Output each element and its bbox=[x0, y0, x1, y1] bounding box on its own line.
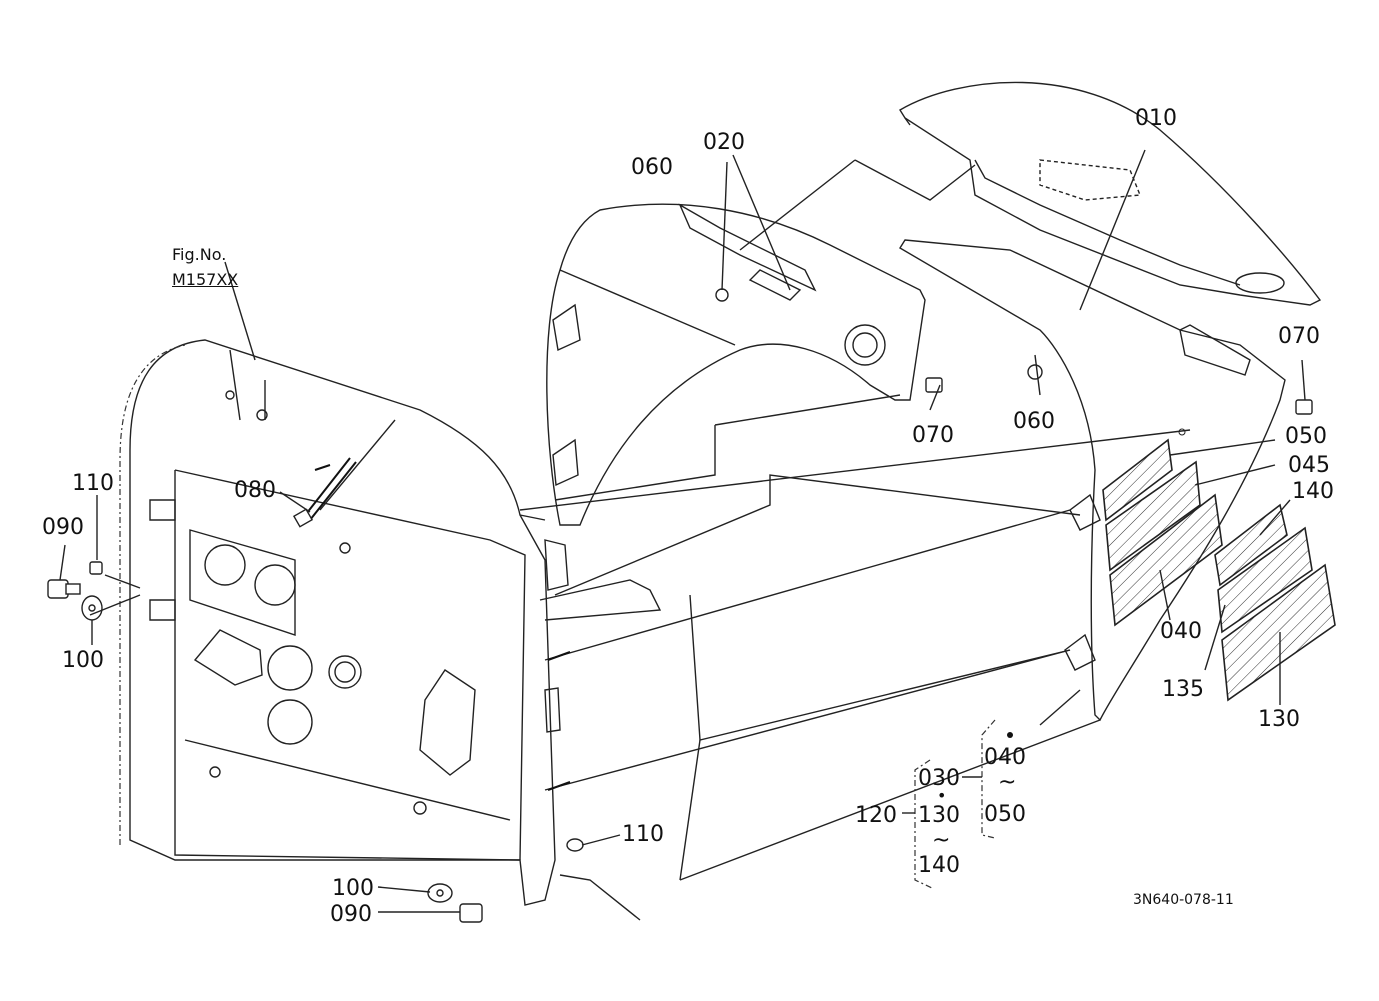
callout-140: 140 bbox=[1292, 479, 1334, 504]
callout-090-left: 090 bbox=[42, 515, 84, 540]
grille-panels-upper bbox=[1102, 438, 1223, 627]
callout-080: 080 bbox=[234, 478, 276, 503]
callout-100-bottom: 100 bbox=[332, 876, 374, 901]
fig-no-value: M157XX bbox=[172, 270, 239, 289]
front-panel bbox=[119, 339, 641, 921]
group-tilde-1: ~ bbox=[998, 770, 1017, 795]
group-140: 140 bbox=[918, 853, 960, 878]
callout-060-left: 060 bbox=[631, 155, 673, 180]
leader-lines bbox=[59, 149, 1306, 913]
callout-110-left: 110 bbox=[72, 471, 114, 496]
nut-110-left bbox=[89, 561, 103, 575]
callout-135: 135 bbox=[1162, 677, 1204, 702]
callout-070-middle: 070 bbox=[912, 423, 954, 448]
nut-110-bottom bbox=[566, 838, 584, 852]
callout-060-right: 060 bbox=[1013, 409, 1055, 434]
fig-no-label: Fig.No. bbox=[172, 245, 227, 264]
bolt-090-left bbox=[47, 579, 81, 599]
callout-130: 130 bbox=[1258, 707, 1300, 732]
bolt-080 bbox=[292, 457, 357, 528]
callout-050: 050 bbox=[1285, 424, 1327, 449]
grille-panels-lower bbox=[1214, 503, 1336, 702]
group-dot: • bbox=[937, 786, 947, 805]
bonnet-top-cover bbox=[899, 81, 1322, 306]
group-bracket bbox=[902, 428, 1186, 889]
bolt-090-bottom bbox=[459, 903, 483, 923]
callout-110-bottom: 110 bbox=[622, 822, 664, 847]
group-tilde-2: ~ bbox=[932, 828, 951, 853]
group-050: 050 bbox=[984, 802, 1026, 827]
callout-090-bottom: 090 bbox=[330, 902, 372, 927]
group-040: 040 bbox=[984, 745, 1026, 770]
callout-045: 045 bbox=[1288, 453, 1330, 478]
side-panel-left bbox=[546, 203, 926, 526]
bolt-070-right bbox=[1295, 399, 1313, 415]
drawing-code: 3N640-078-11 bbox=[1133, 892, 1234, 908]
group-120: 120 bbox=[855, 803, 897, 828]
washer-100-bottom bbox=[427, 883, 453, 903]
washer-100-left bbox=[81, 595, 103, 621]
group-130: 130 bbox=[918, 803, 960, 828]
callout-100-left: 100 bbox=[62, 648, 104, 673]
callout-040: 040 bbox=[1160, 619, 1202, 644]
group-030: 030 bbox=[918, 766, 960, 791]
callout-070-right: 070 bbox=[1278, 324, 1320, 349]
callout-020: 020 bbox=[703, 130, 745, 155]
callout-010: 010 bbox=[1135, 106, 1177, 131]
